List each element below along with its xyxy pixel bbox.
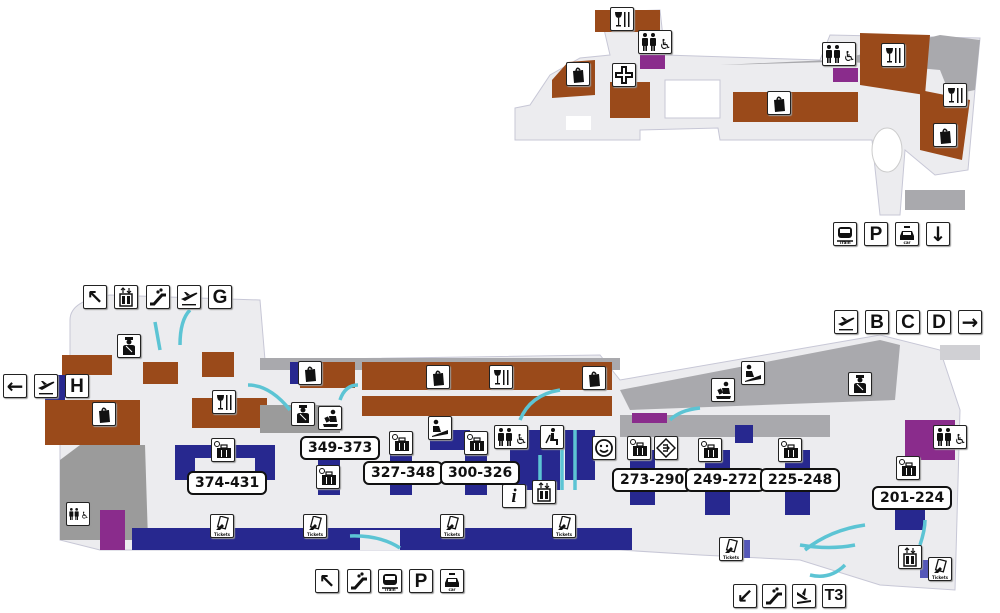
restaurant-icon[interactable]	[489, 365, 513, 389]
tickets-icon[interactable]: Tickets	[719, 537, 743, 561]
gate-d-sign[interactable]: D	[927, 310, 951, 334]
baggage-checkin-icon[interactable]	[627, 436, 651, 460]
baggage-checkin-icon[interactable]	[778, 438, 802, 462]
baggage-checkin-icon[interactable]	[316, 465, 340, 489]
baggage-checkin-icon[interactable]	[389, 431, 413, 455]
departures-icon[interactable]	[834, 310, 858, 334]
checkin-range-273-290: 273-290	[612, 468, 693, 492]
baggage-checkin-icon[interactable]	[464, 431, 488, 455]
svg-text:♿: ♿	[515, 432, 526, 447]
arrow-right-icon[interactable]: →	[958, 310, 982, 334]
checkin-range-249-272: 249-272	[685, 468, 766, 492]
train-icon[interactable]: Train	[378, 569, 402, 593]
check-in-desk-icon[interactable]	[741, 361, 765, 385]
gate-h-sign[interactable]: H	[65, 374, 89, 398]
escalator-icon[interactable]	[146, 285, 170, 309]
baggage-checkin-icon[interactable]	[211, 438, 235, 462]
passport-control-icon[interactable]	[318, 406, 342, 430]
svg-text:♿: ♿	[659, 37, 670, 52]
checkin-range-327-348: 327-348	[363, 461, 444, 485]
parking-icon[interactable]: P	[409, 569, 433, 593]
terminal-3-sign[interactable]: T3	[822, 584, 846, 608]
checkin-range-374-431: 374-431	[187, 471, 268, 495]
transfer-icon[interactable]	[654, 436, 678, 460]
shop-icon[interactable]	[767, 91, 791, 115]
checkin-range-300-326: 300-326	[440, 461, 521, 485]
arrow-down-icon[interactable]: ↓	[926, 222, 950, 246]
rent-a-car-icon[interactable]: Rent a car	[440, 569, 464, 593]
checkin-range-225-248: 225-248	[760, 468, 841, 492]
information-icon[interactable]: i	[502, 484, 526, 508]
flow-arrows	[153, 308, 927, 578]
upper-terminal	[514, 9, 981, 216]
checkin-range-201-224: 201-224	[872, 486, 953, 510]
elevator-icon[interactable]	[114, 285, 138, 309]
svg-text:♿: ♿	[954, 432, 965, 447]
passport-control-icon[interactable]	[711, 378, 735, 402]
restaurant-icon[interactable]	[212, 390, 236, 414]
svg-text:♿: ♿	[843, 49, 854, 64]
gate-g-sign[interactable]: G	[208, 285, 232, 309]
tickets-icon[interactable]: Tickets	[210, 514, 234, 538]
arrow-left-icon[interactable]: ←	[3, 374, 27, 398]
toilets-icon[interactable]: ♿	[66, 502, 90, 526]
toilets-icon[interactable]: ♿	[494, 425, 528, 449]
arrow-down-left-icon[interactable]: ↙	[733, 584, 757, 608]
shop-icon[interactable]	[566, 62, 590, 86]
baggage-checkin-icon[interactable]	[698, 438, 722, 462]
police-icon[interactable]	[291, 402, 315, 426]
tickets-icon[interactable]: Tickets	[303, 514, 327, 538]
departures-icon[interactable]	[177, 285, 201, 309]
escalator-icon[interactable]	[347, 569, 371, 593]
restaurant-icon[interactable]	[610, 7, 634, 31]
parking-icon[interactable]: P	[864, 222, 888, 246]
tickets-icon[interactable]: Tickets	[928, 557, 952, 581]
escalator-icon[interactable]	[762, 584, 786, 608]
restaurant-icon[interactable]	[943, 83, 967, 107]
shop-icon[interactable]	[298, 361, 322, 385]
departures-icon[interactable]	[34, 374, 58, 398]
pharmacy-icon[interactable]	[612, 63, 636, 87]
arrow-up-left-icon[interactable]: ↖	[315, 569, 339, 593]
tickets-icon[interactable]: Tickets	[440, 514, 464, 538]
elevator-icon[interactable]	[532, 480, 556, 504]
tickets-icon[interactable]: Tickets	[552, 514, 576, 538]
train-icon[interactable]: Train	[833, 222, 857, 246]
toilets-icon[interactable]: ♿	[822, 42, 856, 66]
gate-b-sign[interactable]: B	[865, 310, 889, 334]
shop-icon[interactable]	[426, 365, 450, 389]
elevator-icon[interactable]	[898, 545, 922, 569]
meeting-point-icon[interactable]	[592, 436, 616, 460]
check-in-desk-icon[interactable]	[428, 416, 452, 440]
restaurant-icon[interactable]	[881, 43, 905, 67]
arrow-up-left-icon[interactable]: ↖	[83, 285, 107, 309]
arrivals-icon[interactable]	[792, 584, 816, 608]
svg-text:♿: ♿	[81, 511, 88, 522]
toilets-icon[interactable]: ♿	[638, 30, 672, 54]
shop-icon[interactable]	[92, 402, 116, 426]
police-icon[interactable]	[848, 372, 872, 396]
rent-a-car-icon[interactable]: Rent a car	[895, 222, 919, 246]
shop-icon[interactable]	[582, 366, 606, 390]
shop-icon[interactable]	[933, 123, 957, 147]
police-icon[interactable]	[117, 334, 141, 358]
waiting-seat-icon[interactable]	[540, 425, 564, 449]
toilets-icon[interactable]: ♿	[933, 425, 967, 449]
checkin-range-349-373: 349-373	[300, 436, 381, 460]
baggage-checkin-icon[interactable]	[896, 456, 920, 480]
gate-c-sign[interactable]: C	[896, 310, 920, 334]
